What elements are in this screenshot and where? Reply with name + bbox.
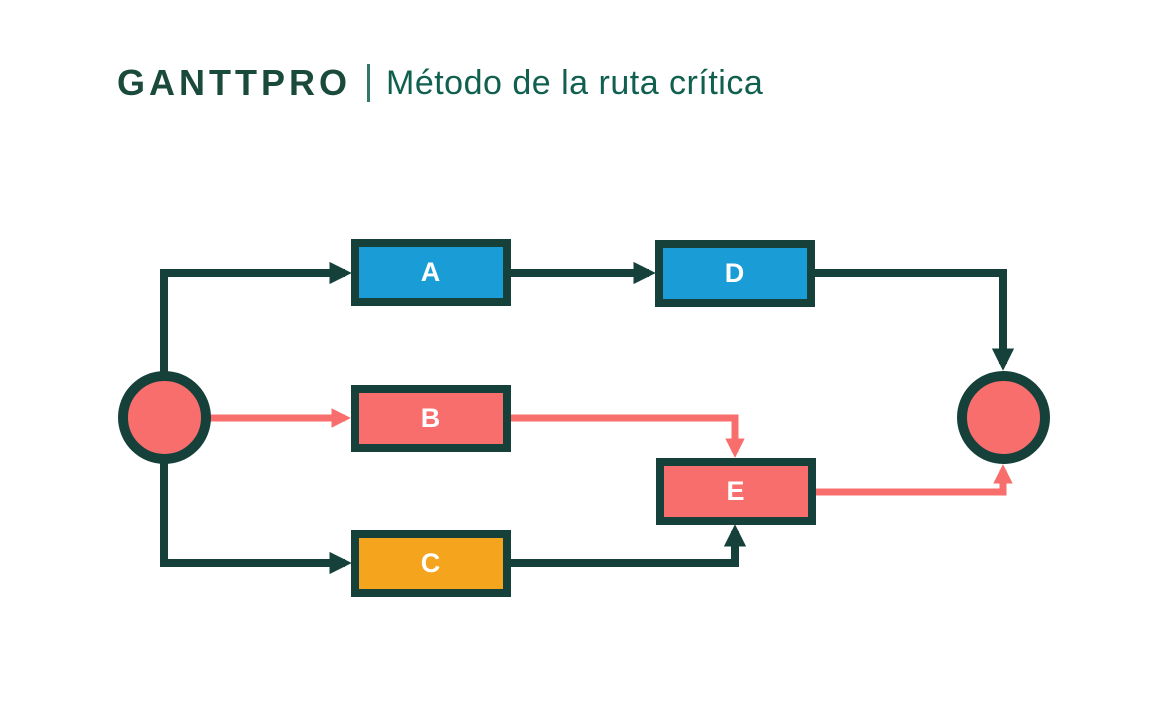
end-milestone-node — [957, 371, 1050, 464]
edge-E-to-end — [812, 464, 1013, 496]
task-node-B: B — [351, 385, 511, 452]
ganttpro-logo: GANTTPRO — [117, 62, 351, 103]
task-node-D: D — [655, 240, 815, 307]
edge-C-to-E — [507, 524, 747, 567]
task-node-C: C — [351, 530, 511, 597]
task-node-A: A — [351, 239, 511, 306]
edge-start-to-C — [160, 458, 352, 575]
edge-start-to-A — [160, 261, 352, 378]
header: GANTTPRO Método de la ruta crítica — [117, 58, 763, 108]
edge-B-to-E — [507, 414, 745, 458]
task-node-E: E — [656, 458, 816, 525]
task-label-E: E — [726, 476, 746, 506]
edge-D-to-end — [811, 269, 1015, 371]
task-label-C: C — [420, 548, 442, 578]
header-divider — [367, 64, 370, 102]
task-label-B: B — [420, 403, 442, 433]
task-label-D: D — [724, 258, 746, 288]
start-milestone-node — [118, 371, 211, 464]
page-title: Método de la ruta crítica — [386, 64, 764, 102]
task-label-A: A — [420, 257, 442, 287]
